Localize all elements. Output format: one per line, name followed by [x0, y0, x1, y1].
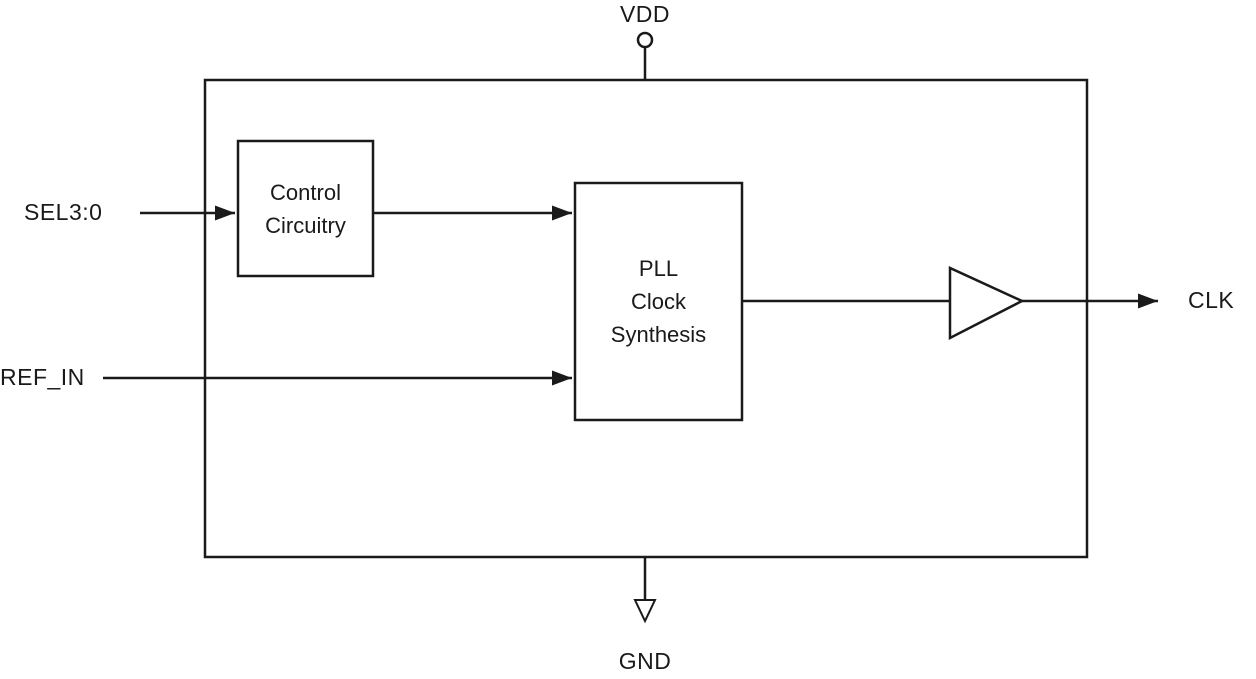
refin-pin-label: REF_IN	[0, 364, 85, 390]
output-buffer-triangle	[948, 266, 1025, 341]
gnd-pin-label: GND	[618, 648, 672, 674]
control-label-line1: Control	[270, 179, 341, 205]
pll-clock-synthesis-label: PLL Clock Synthesis	[575, 183, 742, 420]
control-circuitry-label: Control Circuitry	[238, 141, 373, 276]
pll-label-line3: Synthesis	[610, 322, 707, 347]
gnd-arrowhead	[633, 599, 657, 624]
sel-pin-label: SEL3:0	[24, 199, 103, 225]
pll-label-line2: Clock	[630, 289, 686, 314]
vdd-terminal-circle	[636, 31, 654, 49]
clk-pin-label: CLK	[1188, 287, 1235, 313]
control-circuitry-box	[236, 139, 375, 278]
pll-label-line1: PLL	[638, 256, 679, 281]
vdd-pin-label: VDD	[619, 1, 671, 27]
control-label-line2: Circuitry	[265, 212, 346, 238]
